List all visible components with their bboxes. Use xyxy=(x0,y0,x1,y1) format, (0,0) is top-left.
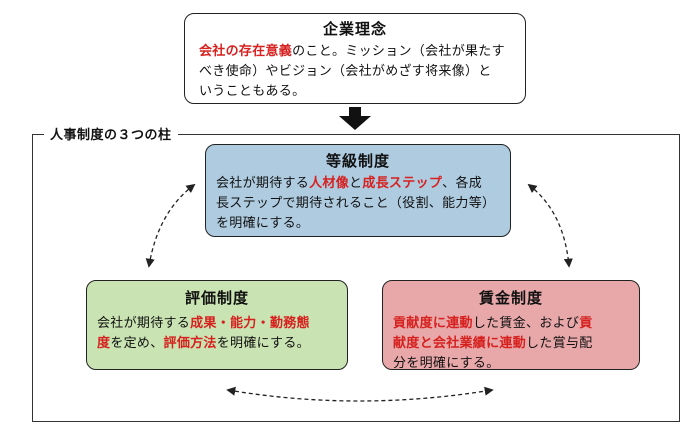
wage-highlight-3: 献度と会社業績に連動 xyxy=(393,336,527,351)
eval-highlight-1: 成果・能力・勤務態 xyxy=(190,316,310,331)
grade-l1e: 、各成 xyxy=(442,176,483,191)
eval-highlight-2: 度 xyxy=(97,336,111,351)
corp-line1: のこと。ミッション（会社が果たす xyxy=(292,44,505,59)
grade-l3: を明確にする。 xyxy=(216,216,310,231)
corporate-philosophy-text: 会社の存在意義のこと。ミッション（会社が果たす べき使命）やビジョン（会社がめざ… xyxy=(185,42,525,102)
eval-l2d: を明確にする。 xyxy=(216,336,310,351)
grade-system-box: 等級制度 会社が期待する人材像と成長ステップ、各成 長ステップで期待されること（… xyxy=(205,144,511,237)
frame-label: 人事制度の３つの柱 xyxy=(44,124,178,143)
corp-line3: いうこともある。 xyxy=(199,84,306,99)
grade-highlight-2: 成長ステップ xyxy=(362,176,443,191)
wage-highlight-1: 貢献度に連動 xyxy=(393,316,473,331)
arrow-grade-wage xyxy=(527,183,573,268)
grade-system-title: 等級制度 xyxy=(325,152,390,170)
grade-l1a: 会社が期待する xyxy=(216,176,310,191)
down-arrow-icon xyxy=(339,107,371,130)
wage-system-text: 貢献度に連動した賃金、および貢 献度と会社業績に連動した賞与配 分を明確にする。 xyxy=(383,314,639,374)
arrow-grade-evaluation xyxy=(145,183,196,268)
wage-l2b: した賞与配 xyxy=(526,336,593,351)
eval-l2b: を定め、 xyxy=(110,336,164,351)
hr-system-frame xyxy=(32,134,680,422)
corp-highlight: 会社の存在意義 xyxy=(199,44,293,59)
grade-system-text: 会社が期待する人材像と成長ステップ、各成 長ステップで期待されること（役割、能力… xyxy=(206,174,510,234)
grade-highlight-1: 人材像 xyxy=(309,176,350,191)
wage-system-box: 賃金制度 貢献度に連動した賃金、および貢 献度と会社業績に連動した賞与配 分を明… xyxy=(382,280,640,371)
wage-system-title: 賃金制度 xyxy=(478,289,543,307)
evaluation-system-box: 評価制度 会社が期待する成果・能力・勤務態 度を定め、評価方法を明確にする。 xyxy=(86,280,348,370)
eval-highlight-3: 評価方法 xyxy=(163,336,217,351)
grade-l2: 長ステップで期待されること（役割、能力等） xyxy=(216,196,496,211)
evaluation-system-title: 評価制度 xyxy=(184,289,249,307)
corporate-philosophy-box: 企業理念 会社の存在意義のこと。ミッション（会社が果たす べき使命）やビジョン（… xyxy=(184,13,526,104)
wage-highlight-2: 貢 xyxy=(579,316,593,331)
corporate-philosophy-title: 企業理念 xyxy=(322,20,387,38)
wage-l3: 分を明確にする。 xyxy=(393,356,500,371)
evaluation-system-text: 会社が期待する成果・能力・勤務態 度を定め、評価方法を明確にする。 xyxy=(87,314,347,354)
corp-line2: べき使命）やビジョン（会社がめざす将来像）と xyxy=(199,64,492,79)
wage-l1b: した賃金、および xyxy=(472,316,580,331)
grade-l1c: と xyxy=(349,176,363,191)
eval-l1a: 会社が期待する xyxy=(97,316,191,331)
